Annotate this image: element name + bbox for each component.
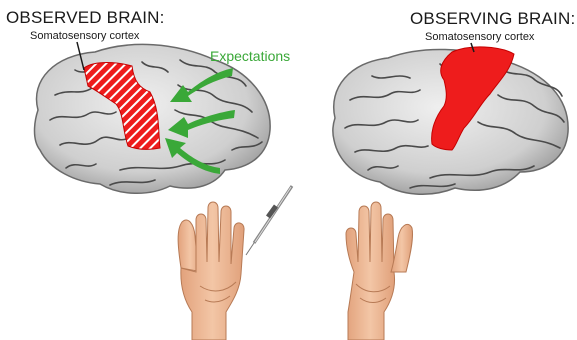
observed-brain <box>35 42 271 193</box>
observing-brain-title: OBSERVING BRAIN: <box>410 9 575 29</box>
observed-brain-subtitle: Somatosensory cortex <box>30 30 139 42</box>
observed-brain-title: OBSERVED BRAIN: <box>6 8 165 28</box>
observing-hand <box>346 202 413 340</box>
needle-icon <box>246 186 292 255</box>
expectations-label: Expectations <box>210 48 290 64</box>
observing-brain-subtitle: Somatosensory cortex <box>425 31 534 43</box>
observed-hand <box>178 202 244 340</box>
observing-brain <box>333 43 568 194</box>
